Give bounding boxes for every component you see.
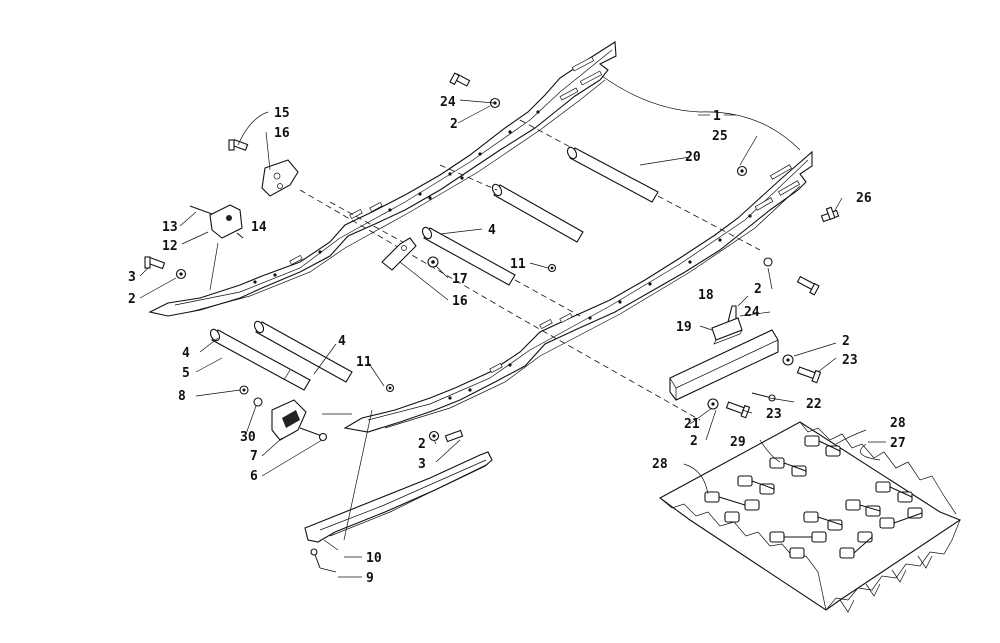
callout-4a: 4 [488, 223, 496, 238]
nut-2-left [175, 268, 187, 280]
nut-2-lower-right [707, 398, 719, 410]
upper-cross-tube-4 [421, 226, 581, 317]
callout-15: 15 [274, 106, 290, 121]
callout-9: 9 [366, 571, 374, 586]
bolt-6 [299, 427, 328, 442]
right-slide-rail [343, 150, 813, 433]
nut-11-upper [547, 263, 557, 273]
callout-2f: 2 [418, 437, 426, 452]
front-cross-tube-5 [209, 328, 311, 391]
callout-28a: 28 [890, 416, 906, 431]
callout-2d: 2 [842, 334, 850, 349]
bolt-3-front [444, 429, 464, 443]
bolt-24-top [449, 72, 471, 87]
callout-14: 14 [251, 220, 267, 235]
callout-2a: 2 [450, 117, 458, 132]
bolt-3-left [144, 256, 166, 270]
callout-6: 6 [250, 469, 258, 484]
spacer-19 [711, 317, 743, 345]
callout-21: 21 [684, 417, 700, 432]
front-cross-tube-4 [253, 320, 353, 383]
callout-27: 27 [890, 436, 906, 451]
callout-13: 13 [162, 220, 178, 235]
callout-2e: 2 [690, 434, 698, 449]
callout-26: 26 [856, 191, 872, 206]
pin-14 [236, 232, 244, 239]
callout-1: 1 [713, 109, 721, 124]
callout-2b: 2 [128, 292, 136, 307]
mid-cross-tube-4 [439, 164, 584, 243]
callout-4c: 4 [338, 334, 346, 349]
callout-5: 5 [182, 366, 190, 381]
callout-labels: 1 24 2 15 16 13 12 14 3 2 25 20 26 4 11 … [128, 95, 906, 586]
callout-24b: 24 [744, 305, 760, 320]
callout-18: 18 [698, 288, 714, 303]
nut-25 [736, 165, 748, 177]
bracket-21 [669, 329, 779, 401]
track-27 [658, 421, 962, 613]
callout-16a: 16 [274, 126, 290, 141]
callout-24a: 24 [440, 95, 456, 110]
long-dash-line [299, 189, 701, 421]
bolt-26 [820, 206, 840, 223]
callout-8: 8 [178, 389, 186, 404]
rear-cross-shaft-20 [519, 119, 761, 251]
callout-20: 20 [685, 150, 701, 165]
nut-8 [239, 385, 249, 395]
callout-2c: 2 [754, 282, 762, 297]
callout-19: 19 [676, 320, 692, 335]
bolt-23-lower [725, 401, 751, 419]
bumper-7 [271, 399, 307, 441]
bracket-16-upper [261, 159, 299, 197]
nut-17 [427, 256, 439, 268]
callout-12: 12 [162, 239, 178, 254]
callout-17: 17 [452, 272, 468, 287]
callout-3b: 3 [418, 457, 426, 472]
callout-16b: 16 [452, 294, 468, 309]
callout-23a: 23 [842, 353, 858, 368]
nut-2-bracket [782, 354, 794, 366]
callout-28b: 28 [652, 457, 668, 472]
bolt-right-2 [796, 275, 820, 296]
bumper-12 [209, 204, 243, 239]
wear-strip-10 [304, 451, 493, 543]
leader-lines [139, 75, 881, 573]
washer-2-right [763, 257, 773, 267]
left-slide-rail [148, 41, 617, 317]
callout-30: 30 [240, 430, 256, 445]
bolt-23-upper [796, 366, 822, 384]
nut-2-front [428, 430, 440, 442]
screw-9 [310, 548, 321, 569]
nut-11-lower [385, 383, 395, 393]
callout-23b: 23 [766, 407, 782, 422]
bracket-16-mid [381, 237, 417, 271]
washer-30 [253, 397, 263, 407]
callout-7: 7 [250, 449, 258, 464]
bolt-22 [751, 392, 776, 402]
callout-4b: 4 [182, 346, 190, 361]
screw-13 [189, 205, 213, 215]
callout-11b: 11 [356, 355, 372, 370]
callout-22: 22 [806, 397, 822, 412]
callout-10: 10 [366, 551, 382, 566]
callout-25: 25 [712, 129, 728, 144]
bolt-15 [228, 139, 249, 151]
callout-3a: 3 [128, 270, 136, 285]
callout-11a: 11 [510, 257, 526, 272]
callout-29: 29 [730, 435, 746, 450]
